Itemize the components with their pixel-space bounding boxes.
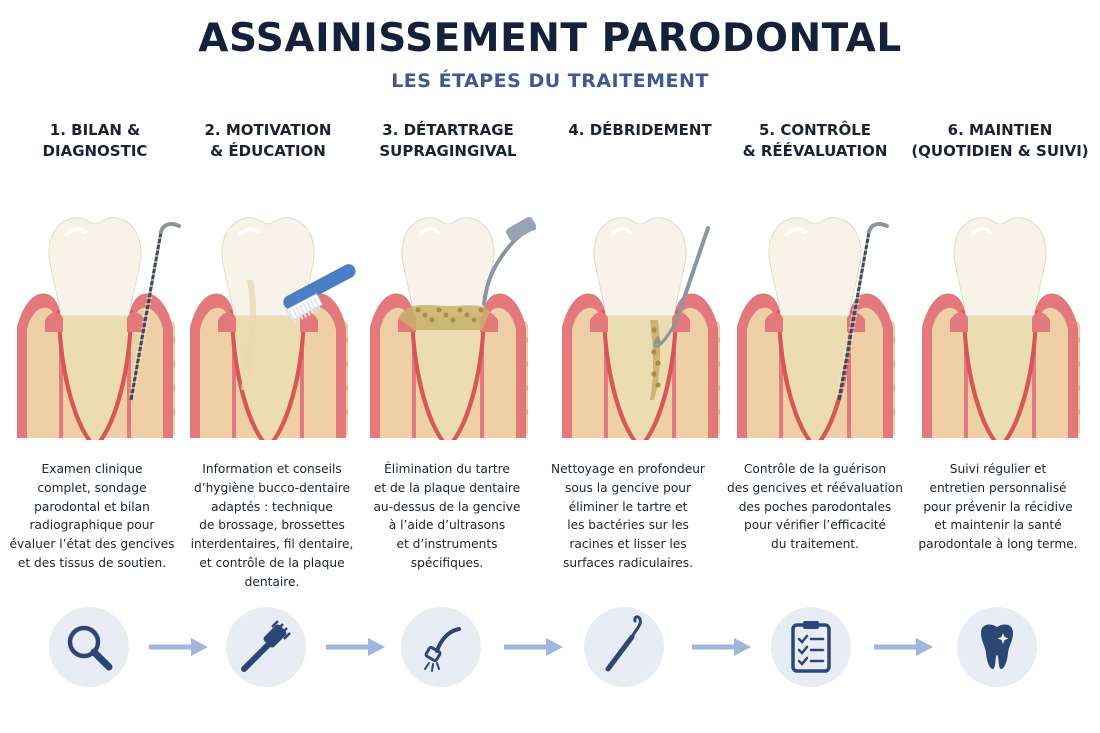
ultrasonic-scaler-icon [401,607,481,687]
tooth-illustration [17,217,181,440]
curette-icon [584,607,664,687]
toothbrush-icon [226,607,306,687]
arrow-right-icon [872,637,934,657]
magnifier-icon [49,607,129,687]
step-5: 5. CONTRÔLE & RÉÉVALUATION [725,120,905,440]
step-title: 4. DÉBRIDEMENT [568,121,712,139]
step-description: Suivi régulier et entretien personnalisé… [918,462,1078,552]
step-3: 3. DÉTARTRAGE SUPRAGINGIVAL [358,120,538,440]
tooth-illustration [737,217,896,440]
tooth-illustration [190,217,356,440]
step-title: 1. BILAN & DIAGNOSTIC [42,121,148,160]
step-description: Contrôle de la guérison des gencives et … [727,462,903,552]
arrow-right-icon [147,637,209,657]
step-1: 1. BILAN & DIAGNOSTIC [5,120,185,440]
step-6: 6. MAINTIEN (QUOTIDIEN & SUIVI) [910,120,1090,440]
step-description: Élimination du tartre et de la plaque de… [373,462,521,570]
step-description: Examen clinique complet, sondage parodon… [9,462,175,570]
step-description: Nettoyage en profondeur sous la gencive … [551,462,705,570]
step-title: 5. CONTRÔLE & RÉÉVALUATION [742,121,888,160]
step-title: 3. DÉTARTRAGE SUPRAGINGIVAL [379,121,517,160]
tooth-illustration [922,217,1081,440]
sparkling-tooth-icon [957,607,1037,687]
arrow-right-icon [690,637,752,657]
tooth-illustration [370,216,537,440]
step-2: 2. MOTIVATION & ÉDUCATION [178,120,358,440]
page-title: ASSAINISSEMENT PARODONTAL [198,16,902,61]
clipboard-checklist-icon [771,607,851,687]
step-title: 2. MOTIVATION & ÉDUCATION [204,121,332,160]
tooth-illustration [562,217,721,440]
page-subtitle: LES ÉTAPES DU TRAITEMENT [391,70,709,92]
step-4: 4. DÉBRIDEMENT [550,120,730,440]
arrow-right-icon [324,637,386,657]
step-title: 6. MAINTIEN (QUOTIDIEN & SUIVI) [911,121,1089,160]
arrow-right-icon [502,637,564,657]
step-description: Information et conseils d’hygiène bucco-… [190,462,354,589]
